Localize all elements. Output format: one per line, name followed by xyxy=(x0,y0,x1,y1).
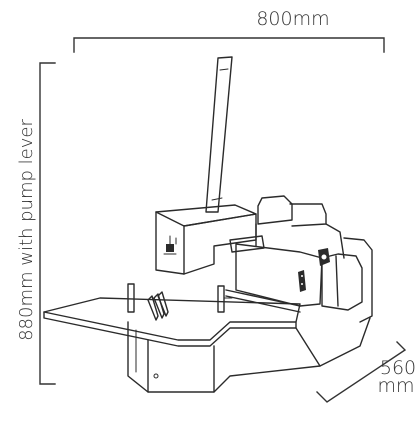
motor-unit xyxy=(229,195,373,323)
upper-housing xyxy=(155,204,257,275)
width-dimension: 800mm xyxy=(73,8,385,53)
depth-dimension: 560 mm xyxy=(316,341,416,403)
base-cabinet xyxy=(127,317,371,393)
table-guides xyxy=(127,283,233,321)
table-platform xyxy=(43,289,301,347)
height-dimension-line xyxy=(39,62,56,385)
width-dimension-line xyxy=(73,37,385,53)
depth-dimension-line xyxy=(316,341,407,403)
height-label: 880mm with pump lever xyxy=(16,119,37,341)
width-label: 800mm xyxy=(256,8,329,30)
depth-label-unit: mm xyxy=(377,375,414,397)
pump-lever xyxy=(205,56,233,213)
height-dimension: 880mm with pump lever xyxy=(16,62,56,385)
hydraulic-press-machine xyxy=(43,56,373,393)
depth-label-number: 560 xyxy=(380,357,416,379)
